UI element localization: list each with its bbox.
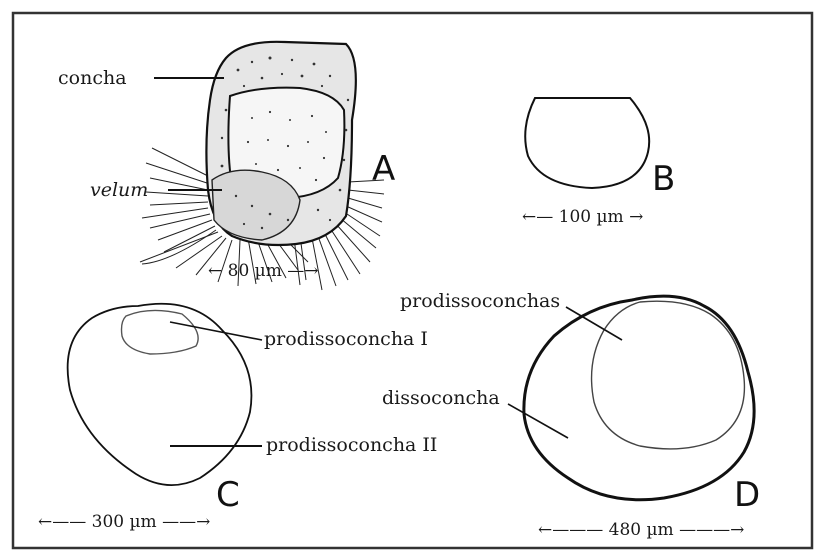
scale-bar-d: ←——— 480 µm ———→ <box>538 520 744 540</box>
shell-d-outer <box>524 296 754 500</box>
panel-b: B ←— 100 µm → <box>522 98 675 227</box>
label-dissoconcha: dissoconcha <box>382 387 500 409</box>
panel-letter-b: B <box>652 159 675 199</box>
panel-a: concha velum A ← 80 µm —→ <box>58 42 395 290</box>
prodissoconchas-outline <box>592 301 745 449</box>
label-concha: concha <box>58 67 127 89</box>
panel-d: prodissoconchas dissoconcha D ←——— 480 µ… <box>382 290 760 540</box>
prodissoconcha-i <box>122 310 199 354</box>
panel-c: prodissoconcha I prodissoconcha II C ←——… <box>38 304 437 532</box>
label-prodissoconchas: prodissoconchas <box>400 290 560 312</box>
larva-illustration <box>140 42 384 290</box>
scale-bar-b: ←— 100 µm → <box>522 207 643 227</box>
scale-bar-a: ← 80 µm —→ <box>208 261 319 281</box>
panel-letter-a: A <box>372 149 395 189</box>
scale-bar-c: ←—— 300 µm ——→ <box>38 512 210 532</box>
panel-letter-c: C <box>216 475 240 515</box>
label-prodissoconcha-i: prodissoconcha I <box>264 328 428 350</box>
dissoconcha-leader <box>508 404 568 438</box>
label-prodissoconcha-ii: prodissoconcha II <box>266 434 437 456</box>
figure-border <box>13 13 812 548</box>
shell-b <box>525 98 649 188</box>
panel-letter-d: D <box>734 475 760 515</box>
shell-c-outer <box>68 304 252 485</box>
label-velum: velum <box>90 179 148 201</box>
